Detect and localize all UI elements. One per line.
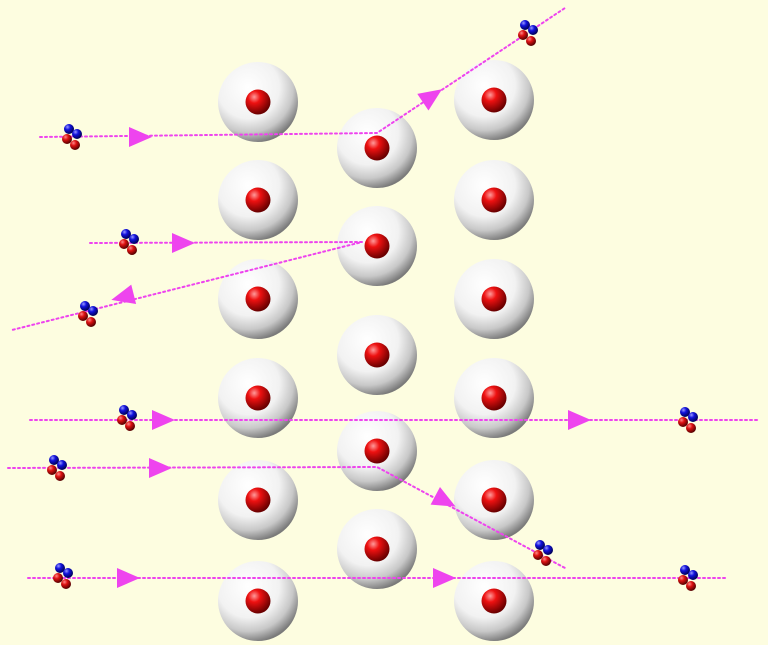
direction-arrow <box>172 233 195 253</box>
alpha-particle <box>117 405 137 431</box>
direction-arrow <box>433 568 456 588</box>
nucleus <box>481 385 507 411</box>
gold-atom <box>218 358 298 438</box>
nucleus <box>245 286 271 312</box>
direction-arrow <box>152 410 175 430</box>
direction-arrow <box>568 410 591 430</box>
alpha-particle <box>678 407 698 433</box>
nucleus <box>481 588 507 614</box>
gold-atom <box>337 206 417 286</box>
gold-atom <box>337 509 417 589</box>
gold-atom <box>218 460 298 540</box>
gold-atom <box>218 160 298 240</box>
alpha-particle <box>533 540 553 566</box>
nucleus <box>364 135 390 161</box>
nucleus <box>245 89 271 115</box>
direction-arrow <box>430 487 456 507</box>
alpha-particle <box>119 229 139 255</box>
gold-atoms <box>218 60 534 641</box>
gold-atom <box>454 460 534 540</box>
alpha-path <box>39 7 566 138</box>
alpha-particle <box>62 124 82 150</box>
direction-arrow <box>117 568 140 588</box>
nucleus <box>481 87 507 113</box>
alpha-particle <box>678 565 698 591</box>
direction-arrow <box>111 284 137 305</box>
nucleus <box>245 588 271 614</box>
nucleus <box>364 233 390 259</box>
gold-atom <box>337 411 417 491</box>
gold-atom <box>218 259 298 339</box>
direction-arrow <box>129 127 152 147</box>
gold-atom <box>454 561 534 641</box>
alpha-particle <box>47 455 67 481</box>
gold-atom <box>218 62 298 142</box>
direction-arrow <box>149 458 172 478</box>
alpha-path <box>7 465 566 569</box>
nucleus <box>364 536 390 562</box>
nucleus <box>245 487 271 513</box>
gold-atom <box>337 108 417 188</box>
nucleus <box>364 342 390 368</box>
nucleus <box>245 385 271 411</box>
gold-atom <box>454 259 534 339</box>
nucleus <box>364 438 390 464</box>
gold-atom <box>337 315 417 395</box>
nucleus <box>481 187 507 213</box>
gold-atom <box>454 160 534 240</box>
gold-atom <box>218 561 298 641</box>
gold-atom <box>454 60 534 140</box>
alpha-particle <box>53 563 73 589</box>
direction-arrows <box>111 89 591 588</box>
nucleus <box>245 187 271 213</box>
alpha-particle <box>518 20 538 46</box>
alpha-particle <box>78 301 98 327</box>
direction-arrow <box>417 89 442 111</box>
alpha-particles <box>47 20 698 591</box>
nucleus <box>481 286 507 312</box>
nucleus <box>481 487 507 513</box>
gold-atom <box>454 358 534 438</box>
alpha-paths <box>7 7 759 579</box>
